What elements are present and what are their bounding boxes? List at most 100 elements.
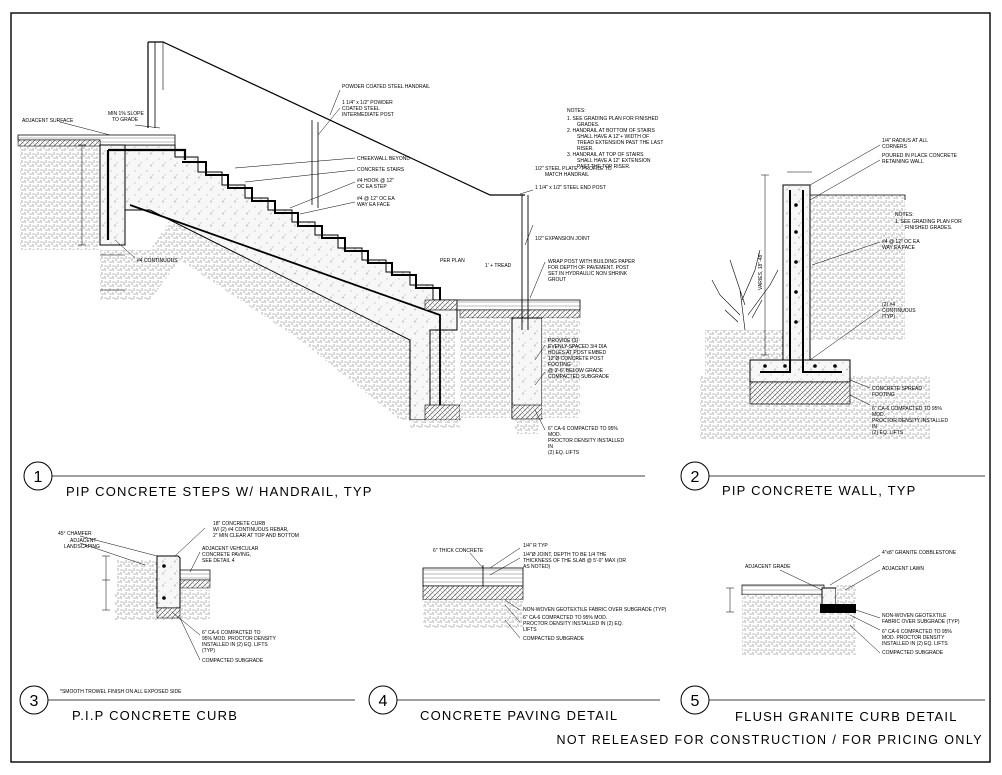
label: GROUT <box>548 277 566 283</box>
label: 1 1/4" x 1/2" POWDER <box>342 100 393 106</box>
label: 95% MOD. PROCTOR DENSITY <box>202 636 276 642</box>
label: #4 @ 12" OC EA <box>357 196 395 202</box>
detail-1-annotations: ADJACENT SURFACE MIN 1% SLOPE TO GRADE P… <box>22 84 663 456</box>
label: (2) EQ. LIFTS <box>872 430 904 436</box>
label: CONTINUOUS <box>882 308 916 314</box>
label: 1/2" EXPANSION JOINT <box>535 236 590 242</box>
label: POURED IN PLACE CONCRETE <box>882 153 958 159</box>
label: 1/4" R TYP <box>523 543 548 549</box>
label: 6" CA-6 COMPACTED TO <box>202 630 261 636</box>
label: ADJACENT SURFACE <box>22 118 74 124</box>
label: 4"x8" GRANITE COBBLESTONE <box>882 550 957 556</box>
label: PROVIDE (3) <box>548 338 578 344</box>
detail-4-paving-drawing <box>422 547 524 639</box>
label: #4 HOOK @ 12" <box>357 178 394 184</box>
label: IN <box>548 444 553 450</box>
label: NOTES: <box>895 212 914 218</box>
detail-5-title-block: 5 FLUSH GRANITE CURB DETAIL <box>680 685 985 724</box>
detail-number: 2 <box>691 469 700 486</box>
label: 1. SEE GRADING PLAN FOR FINISHED <box>567 116 659 122</box>
label: THICKNESS OF THE SLAB @ 5'-0" MAX (OR <box>523 558 626 564</box>
label: 2. HANDRAIL AT BOTTOM OF STAIRS <box>567 128 655 134</box>
detail-2-annotations: 1/4" RADIUS AT ALL CORNERS POURED IN PLA… <box>758 138 962 436</box>
label: 6" THICK CONCRETE <box>433 548 484 554</box>
label: FOR DEPTH OF PAVEMENT. POST <box>548 265 629 271</box>
label: CONCRETE STAIRS <box>357 167 405 173</box>
label: WAY EA FACE <box>357 202 391 208</box>
label: PER PLAN <box>440 258 465 264</box>
detail-1-steps-drawing <box>17 41 581 434</box>
detail-title: CONCRETE PAVING DETAIL <box>420 708 618 723</box>
label: FOOTING <box>872 392 895 398</box>
label: CONCRETE SPREAD <box>872 386 922 392</box>
label: (2) EQ. LIFTS <box>548 450 580 456</box>
label: WRAP POST WITH BUILDING PAPER <box>548 259 635 265</box>
label: 6" CA-6 COMPACTED TO 95% <box>882 629 952 635</box>
label: @ 3'-6" BELOW GRADE <box>548 368 604 374</box>
detail-title: P.I.P CONCRETE CURB <box>72 708 238 723</box>
detail-3-curb-drawing <box>79 527 211 661</box>
label: ADJACENT GRADE <box>745 564 791 570</box>
label: 45° CHAMFER <box>58 531 92 537</box>
label: ADJACENT LAWN <box>882 566 924 572</box>
detail-1-title-block: 1 PIP CONCRETE STEPS W/ HANDRAIL, TYP <box>23 461 645 499</box>
label: NON-WOVEN GEOTEXTILE FABRIC OVER SUBGRAD… <box>523 607 667 613</box>
label: VARIES, 18"-48" <box>758 253 764 290</box>
label: MATCH HANDRAIL <box>545 172 589 178</box>
label: HOLES AT POST EMBED <box>548 350 606 356</box>
label: SHALL HAVE A 12"+ WIDTH OF <box>577 134 649 140</box>
label: (2) #4 <box>882 302 895 308</box>
label: IN <box>872 424 877 430</box>
detail-4-title-block: 4 CONCRETE PAVING DETAIL <box>368 685 660 723</box>
detail-4-annotations: 6" THICK CONCRETE 1/4" R TYP 1/4"Ø JOINT… <box>433 543 667 642</box>
label: 1. SEE GRADING PLAN FOR <box>895 219 962 225</box>
label: (TYP) <box>882 314 895 320</box>
label: OC EA STEP <box>357 184 387 190</box>
label: INSTALLED IN (2) EQ. LIFTS <box>202 642 268 648</box>
detail-2-wall-drawing <box>700 144 930 440</box>
label: MOD. <box>548 432 561 438</box>
label: PROCTOR DENSITY INSTALLED <box>548 438 625 444</box>
label: COMPACTED SUBGRADE <box>523 636 585 642</box>
detail-title: FLUSH GRANITE CURB DETAIL <box>735 709 958 724</box>
label: MIN 1% SLOPE <box>108 111 145 117</box>
detail-3-title-block: 3 P.I.P CONCRETE CURB <box>19 685 355 723</box>
label: 6" CA-6 COMPACTED TO 95% MOD. <box>523 615 607 621</box>
label: MOD. <box>872 412 885 418</box>
label: 2" MIN CLEAR AT TOP AND BOTTOM <box>213 533 299 539</box>
label: WAY EA FACE <box>882 245 916 251</box>
detail-number: 5 <box>691 693 700 710</box>
label: TO GRADE <box>112 117 139 123</box>
label: POWDER COATED STEEL HANDRAIL <box>342 84 430 90</box>
label: RISER. <box>577 146 594 152</box>
label: ADJACENT VEHICULAR <box>202 546 259 552</box>
disclaimer-note: NOT RELEASED FOR CONSTRUCTION / FOR PRIC… <box>557 733 984 747</box>
label: RETAINING WALL <box>882 159 924 165</box>
label: LIFTS <box>523 627 537 633</box>
label: COMPACTED SUBGRADE <box>548 374 610 380</box>
label: EVENLY-SPACED 3/4 DIA <box>548 344 607 350</box>
label: NON-WOVEN GEOTEXTILE <box>882 613 947 619</box>
label: CHEEKWALL BEYOND <box>357 156 410 162</box>
label: #4 CONTINUOUS <box>137 258 178 264</box>
detail-number: 3 <box>30 693 39 710</box>
label: FOOTING <box>548 362 571 368</box>
detail-title: PIP CONCRETE WALL, TYP <box>722 483 916 498</box>
detail-5-granite-curb-drawing <box>726 554 881 655</box>
label: 1/2" STEEL PLATE - PROFILE TO <box>535 166 612 172</box>
label: 12"Ø CONCRETE POST <box>548 356 604 362</box>
detail-3-annotations: 45° CHAMFER ADJACENT LANDSCAPING 18" CON… <box>58 521 299 695</box>
label: (TYP) <box>202 648 215 654</box>
label: COMPACTED SUBGRADE <box>202 658 264 664</box>
label: PAST THE TOP RISER. <box>577 164 630 170</box>
detail-title: PIP CONCRETE STEPS W/ HANDRAIL, TYP <box>66 484 373 499</box>
label: INTERMEDIATE POST <box>342 112 394 118</box>
label: *SMOOTH TROWEL FINISH ON ALL EXPOSED SID… <box>60 689 182 695</box>
label: COATED STEEL <box>342 106 380 112</box>
label: 6" CA-6 COMPACTED TO 95% <box>548 426 618 432</box>
detail-number: 1 <box>34 469 43 486</box>
label: PROCTOR DENSITY INSTALLED IN (2) EQ. <box>523 621 623 627</box>
label: NOTES: <box>567 108 586 114</box>
label: 1/4"Ø JOINT, DEPTH TO BE 1/4 THE <box>523 552 607 558</box>
